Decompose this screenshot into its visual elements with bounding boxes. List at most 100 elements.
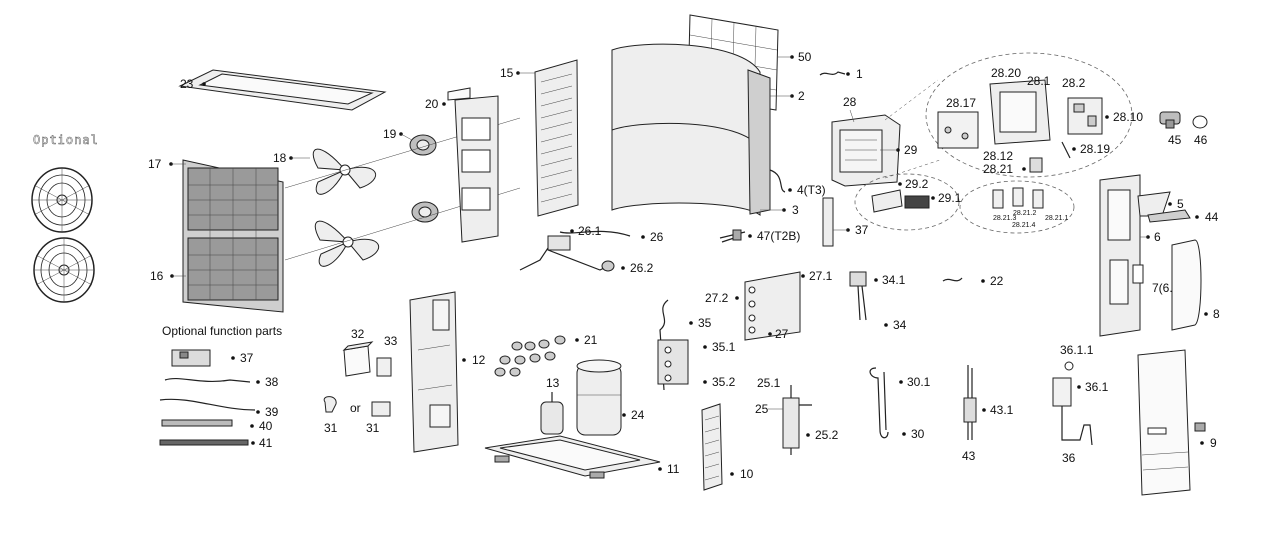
callout-29-1: 29.1 bbox=[938, 191, 962, 205]
callout-36: 36 bbox=[1062, 451, 1076, 465]
callout-28-21-1: 28.21.1 bbox=[1045, 215, 1068, 222]
callout-29-2: 29.2 bbox=[905, 177, 929, 191]
heater-41 bbox=[159, 439, 249, 446]
callout-30: 30 bbox=[911, 427, 925, 441]
callout-29: 29 bbox=[904, 143, 918, 157]
callout-43-1: 43.1 bbox=[990, 403, 1014, 417]
callout-25-1: 25.1 bbox=[757, 376, 781, 390]
four-way-valve-26 bbox=[519, 230, 631, 272]
front-grille bbox=[182, 159, 284, 313]
callout-2: 2 bbox=[798, 89, 805, 103]
callout-37-b: 37 bbox=[855, 223, 869, 237]
detail-ellipse-28-21 bbox=[959, 180, 1075, 234]
callout-4: 4(T3) bbox=[797, 183, 826, 197]
pipe-30 bbox=[869, 367, 889, 439]
ring-46 bbox=[1192, 115, 1208, 129]
callout-45: 45 bbox=[1168, 133, 1182, 147]
callout-22: 22 bbox=[990, 274, 1004, 288]
callout-23: 23 bbox=[180, 77, 194, 91]
callout-13: 13 bbox=[546, 376, 560, 390]
callout-24: 24 bbox=[631, 408, 645, 422]
callout-11: 11 bbox=[667, 462, 680, 476]
side-grille bbox=[534, 59, 579, 217]
callout-38: 38 bbox=[265, 375, 279, 389]
compressor-24 bbox=[576, 359, 622, 436]
accumulator-25 bbox=[782, 385, 812, 455]
callout-35: 35 bbox=[698, 316, 712, 330]
chassis-11 bbox=[484, 435, 661, 479]
electric-control-box bbox=[831, 114, 901, 187]
callout-6: 6 bbox=[1154, 230, 1161, 244]
callout-26: 26 bbox=[650, 230, 664, 244]
callout-1: 1 bbox=[856, 67, 863, 81]
detail-ellipse-main-pcb bbox=[925, 52, 1133, 178]
callout-35-1: 35.1 bbox=[712, 340, 736, 354]
cable-39 bbox=[159, 398, 256, 411]
callout-39: 39 bbox=[265, 405, 279, 419]
callout-28-12: 28.12 bbox=[983, 149, 1013, 163]
relay-28-21-1 bbox=[1032, 189, 1044, 209]
callout-9: 9 bbox=[1210, 436, 1217, 450]
callout-28: 28 bbox=[843, 95, 857, 109]
fan-motor-upper bbox=[409, 134, 437, 156]
callout-18: 18 bbox=[273, 151, 287, 165]
sensor-47 bbox=[719, 229, 746, 243]
relay-28-21-2 bbox=[1012, 187, 1024, 207]
terminal-29-2 bbox=[871, 189, 903, 213]
bracket-37 bbox=[822, 197, 834, 247]
callout-28-20: 28.20 bbox=[991, 66, 1021, 80]
or-text: or bbox=[350, 401, 361, 415]
callout-27: 27 bbox=[775, 327, 789, 341]
fan-motor-lower bbox=[411, 201, 439, 223]
partition-plate-12 bbox=[409, 291, 459, 453]
box-28-1 bbox=[989, 79, 1051, 145]
callout-44: 44 bbox=[1205, 210, 1219, 224]
valve-cover-8 bbox=[1171, 239, 1202, 331]
callout-21: 21 bbox=[584, 333, 598, 347]
callout-36-1-1: 36.1.1 bbox=[1060, 343, 1094, 357]
motor-bracket bbox=[447, 87, 499, 243]
cable-38 bbox=[164, 377, 251, 383]
callout-31-b: 31 bbox=[366, 421, 380, 435]
callout-28-21-3: 28.21.3 bbox=[993, 215, 1016, 222]
callout-19: 19 bbox=[383, 127, 397, 141]
callout-28-2: 28.2 bbox=[1062, 76, 1086, 90]
box-32 bbox=[342, 341, 374, 377]
pcb-28-17 bbox=[937, 111, 979, 149]
callout-25-2: 25.2 bbox=[815, 428, 839, 442]
relay-28-21 bbox=[1029, 157, 1043, 173]
callout-25: 25 bbox=[755, 402, 769, 416]
callout-15: 15 bbox=[500, 66, 514, 80]
callout-5: 5 bbox=[1177, 197, 1184, 211]
callout-26-1: 26.1 bbox=[578, 224, 602, 238]
clamp-31-a bbox=[323, 396, 337, 413]
optional-parts-heading: Optional function parts bbox=[162, 324, 282, 338]
callout-28-21-2: 28.21.2 bbox=[1013, 210, 1036, 217]
heater-40 bbox=[161, 419, 233, 427]
callout-28-21-4: 28.21.4 bbox=[1012, 222, 1035, 229]
callout-31-a: 31 bbox=[324, 421, 338, 435]
small-grille-10 bbox=[701, 403, 723, 491]
fan-blade-upper bbox=[312, 148, 377, 195]
callout-37-a: 37 bbox=[240, 351, 254, 365]
distributor-35 bbox=[657, 299, 689, 391]
part-7-6-1 bbox=[1132, 264, 1144, 284]
callout-36-1: 36.1 bbox=[1085, 380, 1109, 394]
callout-46: 46 bbox=[1194, 133, 1208, 147]
callout-27-1: 27.1 bbox=[809, 269, 833, 283]
callout-3: 3 bbox=[792, 203, 799, 217]
wire-28-19 bbox=[1061, 141, 1071, 159]
callout-26-2: 26.2 bbox=[630, 261, 654, 275]
callout-33: 33 bbox=[384, 334, 398, 348]
valve-45 bbox=[1159, 111, 1181, 129]
callout-34-1: 34.1 bbox=[882, 273, 906, 287]
callout-50: 50 bbox=[798, 50, 812, 64]
callout-28-10: 28.10 bbox=[1113, 110, 1143, 124]
pipe-43 bbox=[963, 365, 977, 440]
optional-heading: Optional bbox=[33, 133, 99, 147]
accumulator-13 bbox=[540, 392, 564, 435]
callout-28-1: 28.1 bbox=[1027, 74, 1051, 88]
condenser-coil bbox=[611, 43, 771, 216]
callout-28-19: 28.19 bbox=[1080, 142, 1110, 156]
